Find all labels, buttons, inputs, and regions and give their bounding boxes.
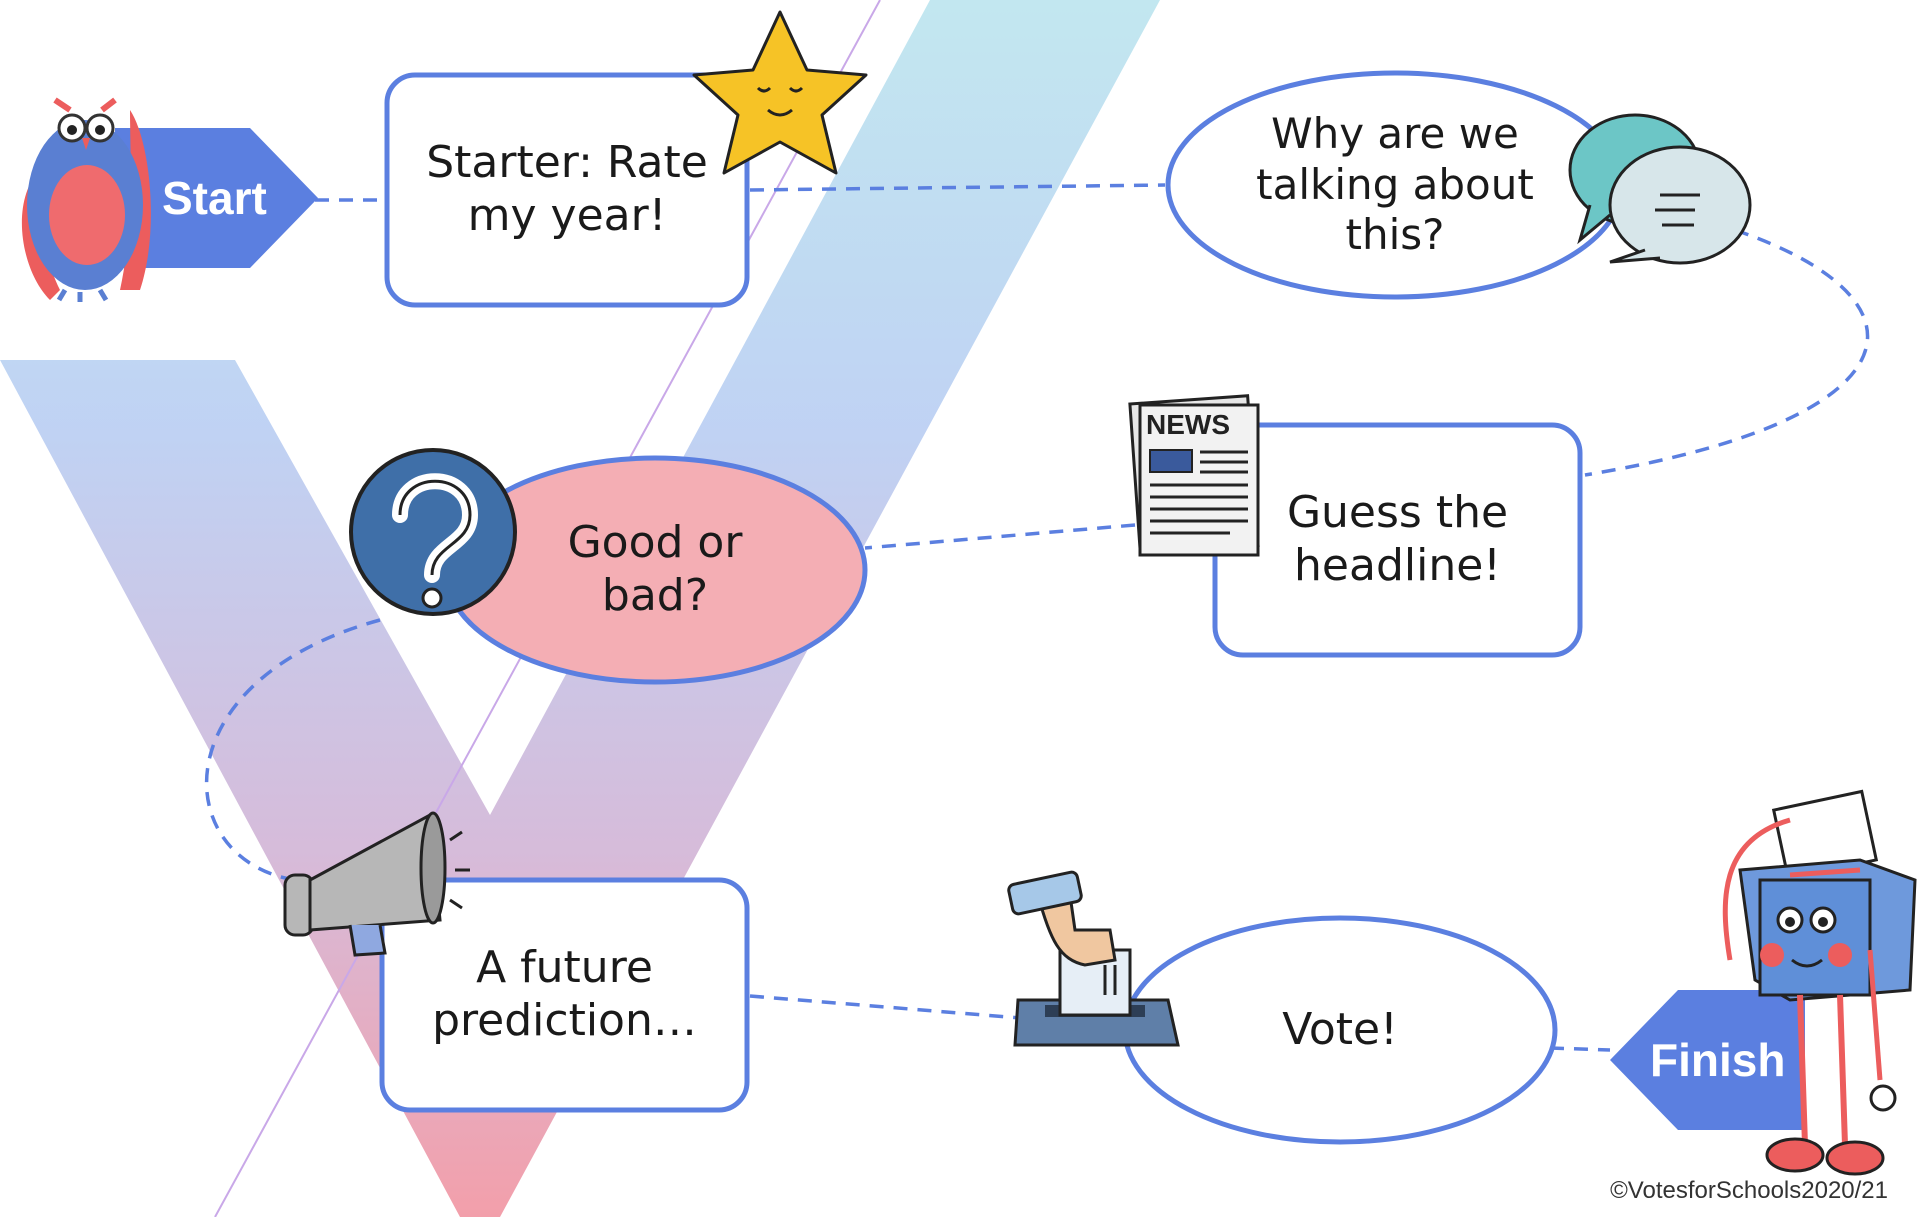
newspaper-label: NEWS	[1146, 409, 1230, 440]
copyright-footer: ©VotesforSchools2020/21	[1610, 1177, 1888, 1204]
step-vote-text: Vote!	[1282, 1003, 1398, 1055]
start-label: Start	[162, 172, 267, 224]
step-why-text: Why are we talking about this?	[1256, 109, 1534, 260]
finish-label: Finish	[1650, 1034, 1786, 1086]
step-goodbad-text: Good or bad?	[567, 517, 743, 621]
step-starter-text: Starter: Rate my year!	[426, 137, 708, 241]
step-headline-text: Guess the headline!	[1286, 487, 1509, 591]
step-prediction-text: A future prediction…	[432, 942, 697, 1046]
